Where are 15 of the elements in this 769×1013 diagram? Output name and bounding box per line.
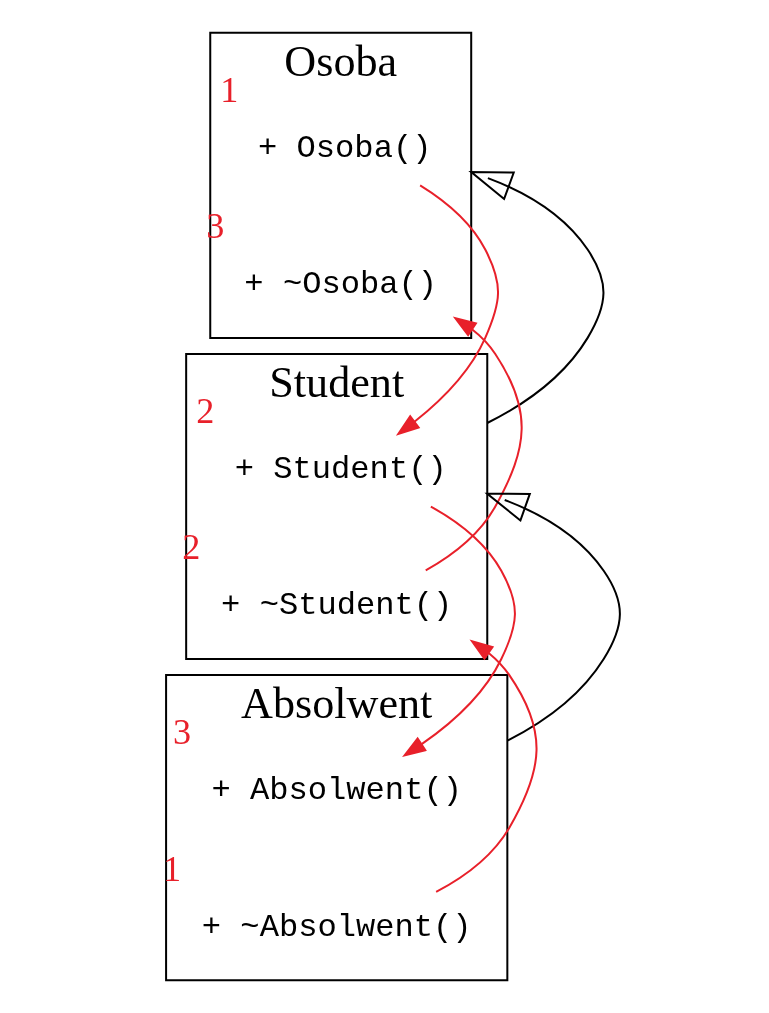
node-text: + Osoba() [257,129,431,167]
node-text: + ~Student() [220,587,452,625]
node-text: + Absolwent() [210,772,462,810]
arrow [435,639,537,893]
node-text: + ~Absolwent() [201,908,472,946]
arrow [467,170,604,424]
arrow [401,505,516,757]
arrow [395,184,499,436]
node-label: 1 [219,69,238,110]
node-text: + ~Osoba() [243,266,437,304]
node-label: 2 [195,390,214,431]
arrow [424,316,523,572]
node-label: 3 [172,712,191,753]
node-text: + Student() [234,451,447,488]
arrow [483,492,621,742]
